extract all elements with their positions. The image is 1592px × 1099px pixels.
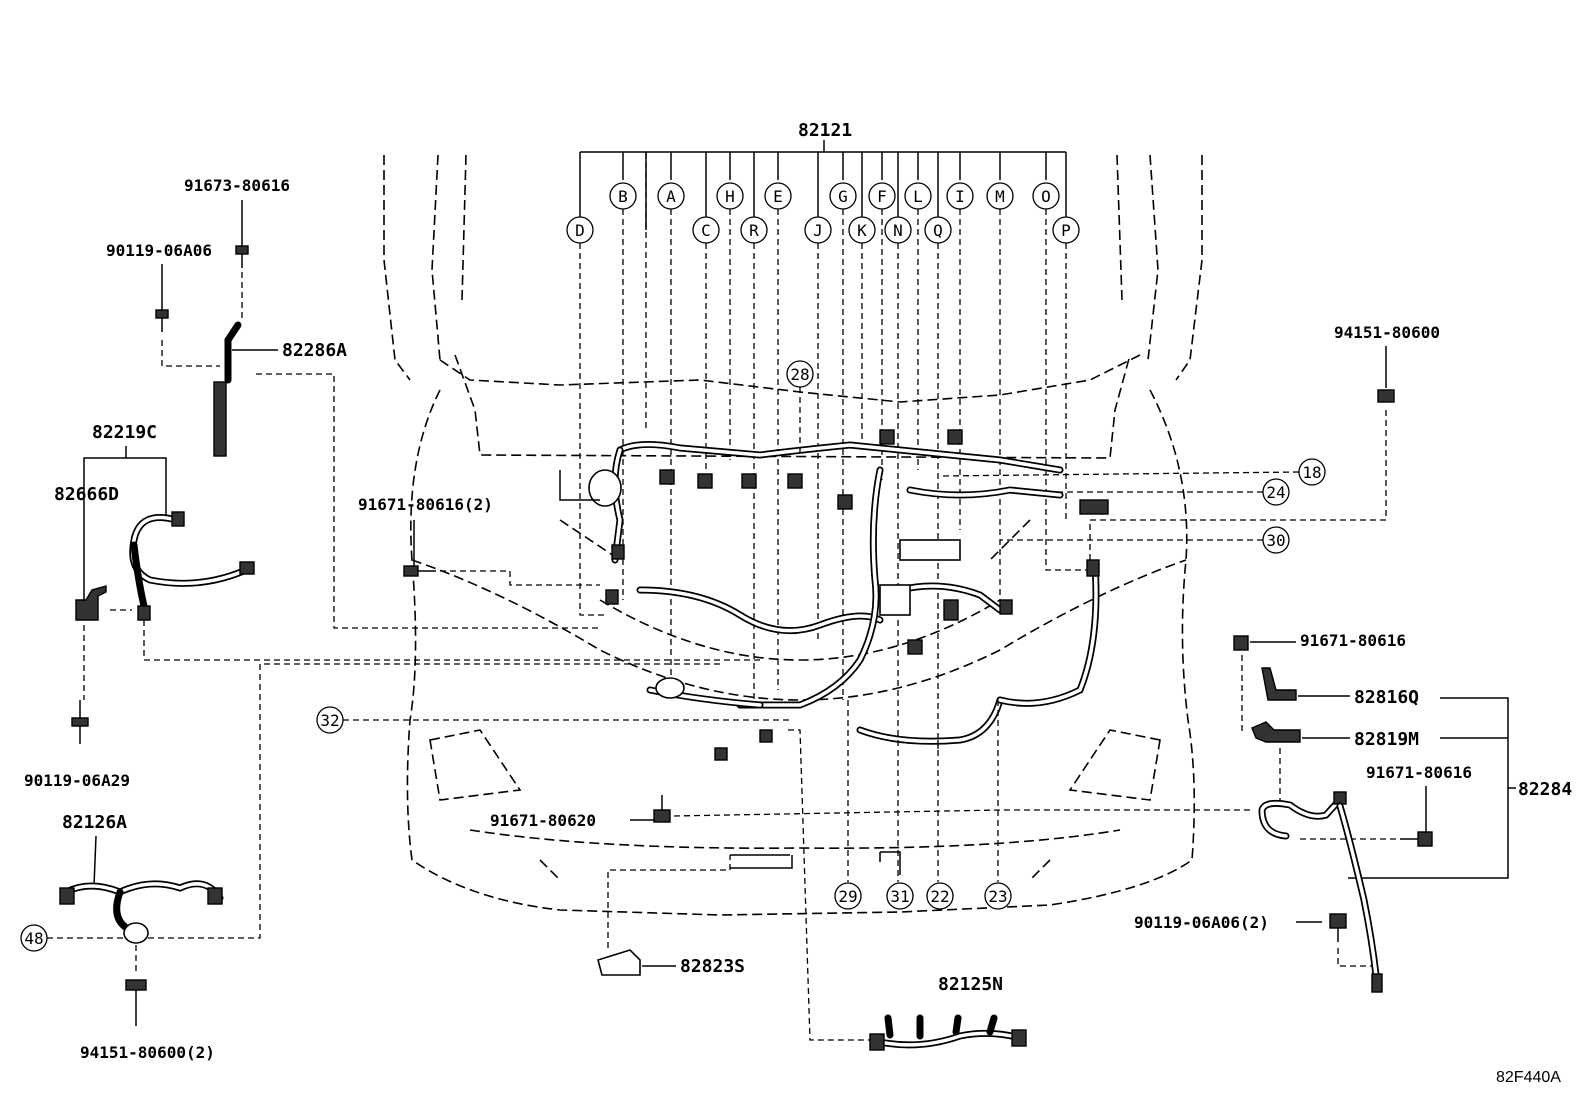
part-82126A: 82126A — [62, 812, 127, 833]
part-90119-06A29: 90119-06A29 — [24, 771, 130, 790]
part-82666D: 82666D — [54, 484, 119, 505]
part-82823S: 82823S — [680, 956, 745, 977]
callout-23-label: 23 — [988, 887, 1007, 906]
letter-b: B — [618, 187, 628, 206]
part-94151-80600-2: 94151-80600(2) — [80, 1043, 215, 1062]
part-82284: 82284 — [1518, 779, 1572, 800]
part-91671-80620: 91671-80620 — [490, 811, 596, 830]
harness-82125n — [869, 1014, 1027, 1051]
callout-28-label: 28 — [790, 365, 809, 384]
clamp-82823s — [597, 949, 641, 976]
bolt-icon — [155, 264, 169, 332]
bracket-82666d — [75, 585, 107, 621]
callout-30-label: 30 — [1266, 531, 1285, 550]
letter-e: E — [773, 187, 783, 206]
harness-82126a — [59, 880, 224, 944]
bolt-icon — [403, 520, 436, 577]
sensor-harness-82219c — [129, 511, 255, 621]
bolt-icon — [71, 700, 89, 744]
letter-o: O — [1041, 187, 1051, 206]
letter-a: A — [666, 187, 676, 206]
bolt-icon — [653, 795, 671, 823]
bolt-icon — [1233, 635, 1296, 651]
callout-22 — [926, 882, 954, 910]
vehicle-body-outline — [383, 154, 1203, 916]
callout-29-label: 29 — [838, 887, 857, 906]
bolt-icon — [235, 200, 249, 268]
callout-31-label: 31 — [890, 887, 909, 906]
bracket-82819m — [1251, 721, 1301, 743]
part-82219C: 82219C — [92, 422, 157, 443]
main-harness-part-number: 82121 — [798, 120, 852, 141]
part-91673-80616: 91673-80616 — [184, 176, 290, 195]
part-82125N: 82125N — [938, 974, 1003, 995]
letter-h: H — [725, 187, 735, 206]
letter-g: G — [838, 187, 848, 206]
bracket-82816q — [1261, 667, 1297, 701]
main-harness-bracket — [579, 140, 1067, 230]
letter-m: M — [995, 187, 1005, 206]
harness-connector-letters: B A H E G F L I M O D C R J K N Q P — [566, 182, 1080, 244]
nut-icon — [125, 979, 147, 1026]
letter-q: Q — [933, 221, 943, 240]
letter-l: L — [913, 187, 923, 206]
sensor-harness-82284 — [1258, 748, 1383, 993]
callout-29 — [834, 882, 862, 910]
letter-f: F — [877, 187, 887, 206]
callout-31 — [886, 882, 914, 910]
part-91671-80616-2: 91671-80616(2) — [358, 495, 493, 514]
callout-23 — [984, 882, 1012, 910]
callout-48-label: 48 — [24, 929, 43, 948]
part-82286A: 82286A — [282, 340, 347, 361]
letter-j: J — [813, 221, 823, 240]
letter-p: P — [1061, 221, 1071, 240]
part-82819M: 82819M — [1354, 729, 1419, 750]
figure-code: 82F440A — [1496, 1069, 1561, 1086]
part-91671-80616-right: 91671-80616 — [1300, 631, 1406, 650]
letter-n: N — [893, 221, 903, 240]
callout-24-label: 24 — [1266, 483, 1285, 502]
callout-32-label: 32 — [320, 711, 339, 730]
part-90119-06A06-left: 90119-06A06 — [106, 241, 212, 260]
callout-18-label: 18 — [1302, 463, 1321, 482]
letter-i: I — [955, 187, 965, 206]
letter-d: D — [575, 221, 585, 240]
harness-bracket-82286a — [213, 321, 242, 457]
callout-22-label: 22 — [930, 887, 949, 906]
nut-icon — [1377, 346, 1395, 403]
part-91671-80616-right-lower: 91671-80616 — [1366, 763, 1472, 782]
part-94151-80600: 94151-80600 — [1334, 323, 1440, 342]
part-82816Q: 82816Q — [1354, 687, 1419, 708]
part-90119-06A06-2: 90119-06A06(2) — [1134, 913, 1269, 932]
engine-harness-drawing — [559, 429, 1109, 761]
bolt-icon — [1400, 831, 1433, 847]
lower-callouts: 29 31 22 23 — [730, 620, 1012, 910]
letter-k: K — [857, 221, 867, 240]
letter-r: R — [749, 221, 759, 240]
bolt-icon — [1329, 913, 1347, 942]
letter-c: C — [701, 221, 711, 240]
